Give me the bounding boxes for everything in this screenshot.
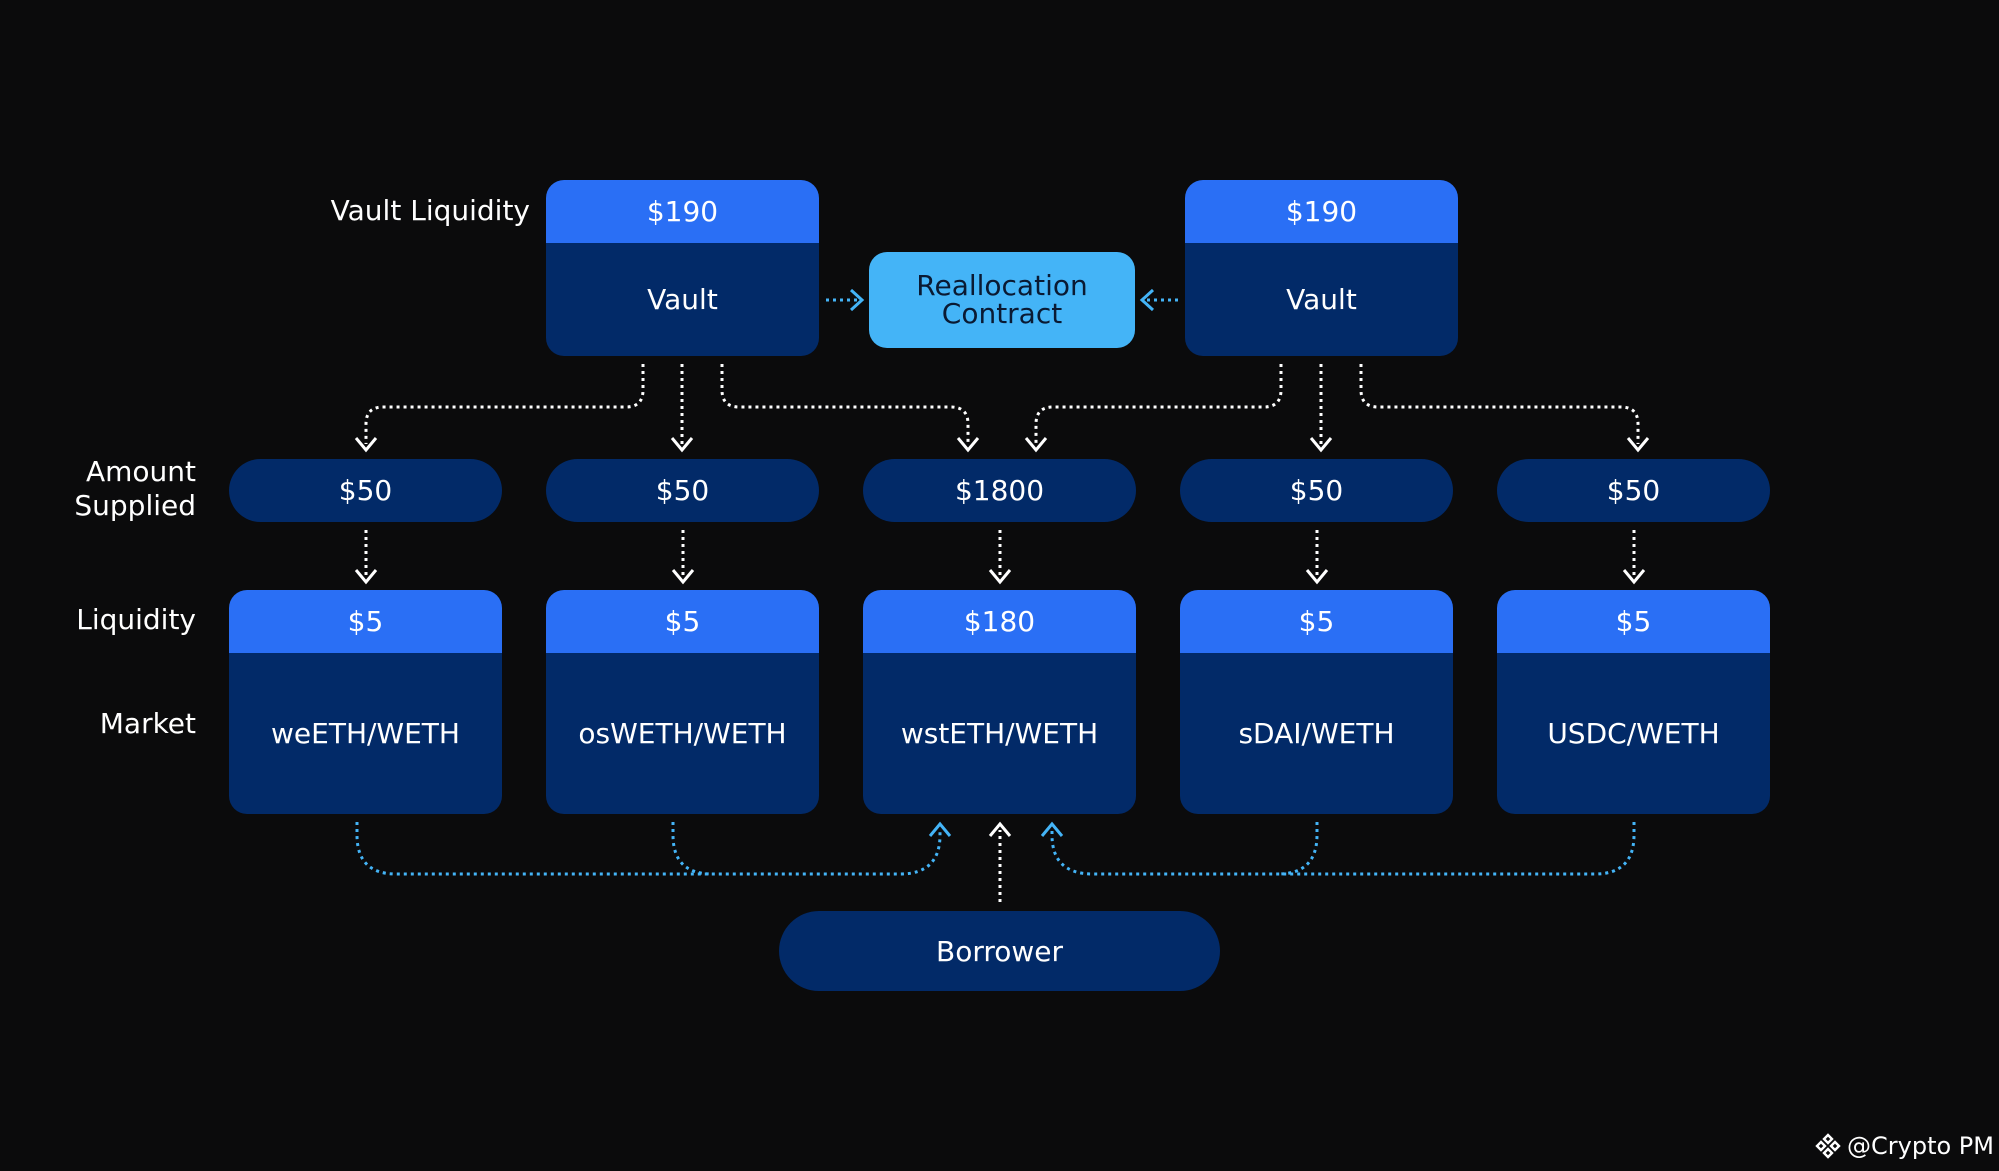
vault-2[interactable]: Vault — [1185, 243, 1458, 356]
market-5[interactable]: USDC/WETH — [1497, 653, 1770, 814]
connector-vault1-to-supplied3 — [720, 364, 970, 444]
borrower[interactable]: Borrower — [779, 911, 1220, 991]
market-2[interactable]: osWETH/WETH — [546, 653, 819, 814]
reallocation-contract[interactable]: Reallocation Contract — [869, 252, 1135, 348]
supplied-5: $50 — [1497, 459, 1770, 522]
arrowhead-market3-center — [988, 821, 1012, 837]
connector-market5-to-market3 — [1050, 822, 1636, 876]
arrowhead-supplied2 — [670, 437, 694, 453]
vault-1[interactable]: Vault — [546, 243, 819, 356]
watermark-text: @Crypto PM — [1847, 1132, 1994, 1160]
market-3[interactable]: wstETH/WETH — [863, 653, 1136, 814]
market-5-liquidity: $5 — [1497, 590, 1770, 653]
vault-2-liquidity: $190 — [1185, 180, 1458, 243]
reallocation-line1: Reallocation — [916, 269, 1088, 302]
arrowhead-supplied1 — [354, 437, 378, 453]
arrowhead-market1 — [354, 569, 378, 585]
arrowhead-market3 — [988, 569, 1012, 585]
supplied-4: $50 — [1180, 459, 1453, 522]
label-liquidity: Liquidity — [76, 603, 196, 636]
arrowhead-reallocation-left — [849, 288, 865, 312]
binance-diamond-icon — [1815, 1133, 1841, 1159]
arrowhead-supplied5 — [1626, 437, 1650, 453]
connector-vault1-to-supplied1 — [364, 364, 645, 444]
arrowhead-reallocation-right — [1139, 288, 1155, 312]
vault-1-liquidity: $190 — [546, 180, 819, 243]
supplied-2: $50 — [546, 459, 819, 522]
arrowhead-market2 — [671, 569, 695, 585]
market-2-liquidity: $5 — [546, 590, 819, 653]
market-4[interactable]: sDAI/WETH — [1180, 653, 1453, 814]
supplied-1: $50 — [229, 459, 502, 522]
reallocation-line2: Contract — [941, 297, 1063, 330]
market-1-liquidity: $5 — [229, 590, 502, 653]
arrowhead-supplied4 — [1309, 437, 1333, 453]
market-3-liquidity: $180 — [863, 590, 1136, 653]
label-amount-supplied: Amount Supplied — [40, 455, 196, 523]
watermark: @Crypto PM — [1815, 1129, 1995, 1163]
connector-market2-to-market3 — [671, 822, 713, 876]
label-amount-supplied-line1: Amount — [85, 455, 196, 488]
market-1[interactable]: weETH/WETH — [229, 653, 502, 814]
connector-market4-to-market3 — [1277, 822, 1319, 876]
arrowhead-supplied3-left — [956, 437, 980, 453]
connector-vault2-to-supplied5 — [1359, 364, 1640, 444]
connector-market1-to-market3 — [355, 822, 942, 876]
arrowhead-market4 — [1305, 569, 1329, 585]
connector-vault2-to-supplied3 — [1034, 364, 1283, 444]
arrowhead-market5 — [1622, 569, 1646, 585]
supplied-3: $1800 — [863, 459, 1136, 522]
arrowhead-supplied3-right — [1024, 437, 1048, 453]
market-4-liquidity: $5 — [1180, 590, 1453, 653]
arrowhead-market3-left — [928, 821, 952, 837]
label-vault-liquidity: Vault Liquidity — [330, 194, 530, 227]
arrowhead-market3-right — [1040, 821, 1064, 837]
label-amount-supplied-line2: Supplied — [74, 489, 196, 522]
label-market: Market — [99, 707, 196, 740]
